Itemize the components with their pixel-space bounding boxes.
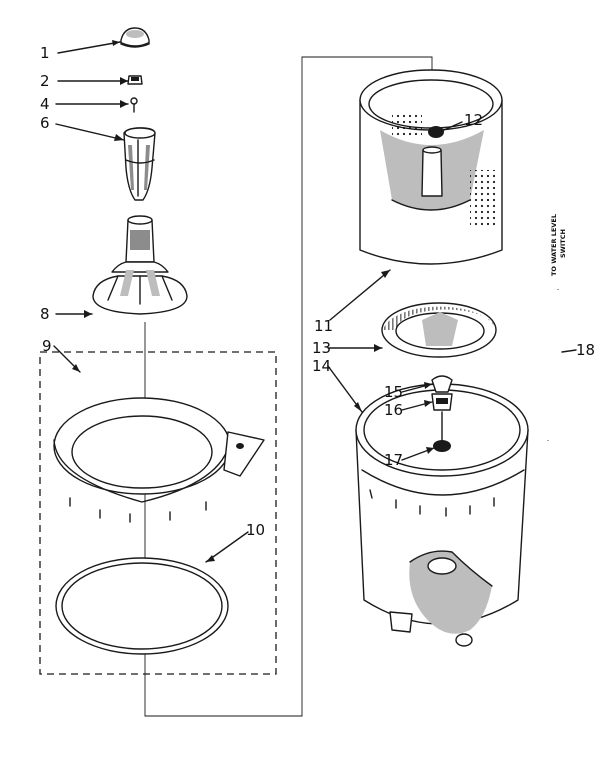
part-12-hub-nut (428, 126, 444, 138)
part-8-agitator-base (92, 215, 188, 315)
callout-16: 16 (384, 401, 403, 419)
callout-1: 1 (40, 44, 50, 62)
part-15-seal (431, 375, 453, 393)
note-line-2: SWITCH (559, 229, 567, 258)
part-6-agitator-barrel (123, 127, 156, 201)
callout-15: 15 (384, 383, 403, 401)
part-13-drive-ring (381, 302, 497, 358)
callout-14: 14 (312, 357, 331, 375)
callout-leaders (53, 40, 577, 563)
part-16-bearing (431, 393, 453, 411)
callout-4: 4 (40, 95, 50, 113)
callout-11: 11 (314, 317, 333, 335)
callout-18: 18 (576, 341, 595, 359)
callout-9: 9 (42, 337, 52, 355)
callout-17: 17 (384, 451, 403, 469)
callout-13: 13 (312, 339, 331, 357)
part-17-hub (433, 411, 451, 452)
note-line-1: TO WATER LEVEL (550, 214, 558, 276)
part-1-agitator-cap (120, 27, 150, 48)
water-level-switch-note: TO WATER LEVEL SWITCH (550, 214, 567, 276)
part-9-assembly-box (39, 351, 277, 675)
part-11-inner-basket (359, 69, 503, 265)
tub-cover-ring (53, 397, 265, 523)
part-10-gasket-ring (55, 557, 229, 655)
part-18-pressure-hose (546, 289, 560, 441)
callout-8: 8 (40, 305, 50, 323)
part-4-pin (130, 97, 138, 113)
callout-2: 2 (40, 72, 50, 90)
callout-12: 12 (464, 111, 483, 129)
callout-10: 10 (246, 521, 265, 539)
part-2-nut (127, 75, 143, 85)
callout-6: 6 (40, 114, 50, 132)
